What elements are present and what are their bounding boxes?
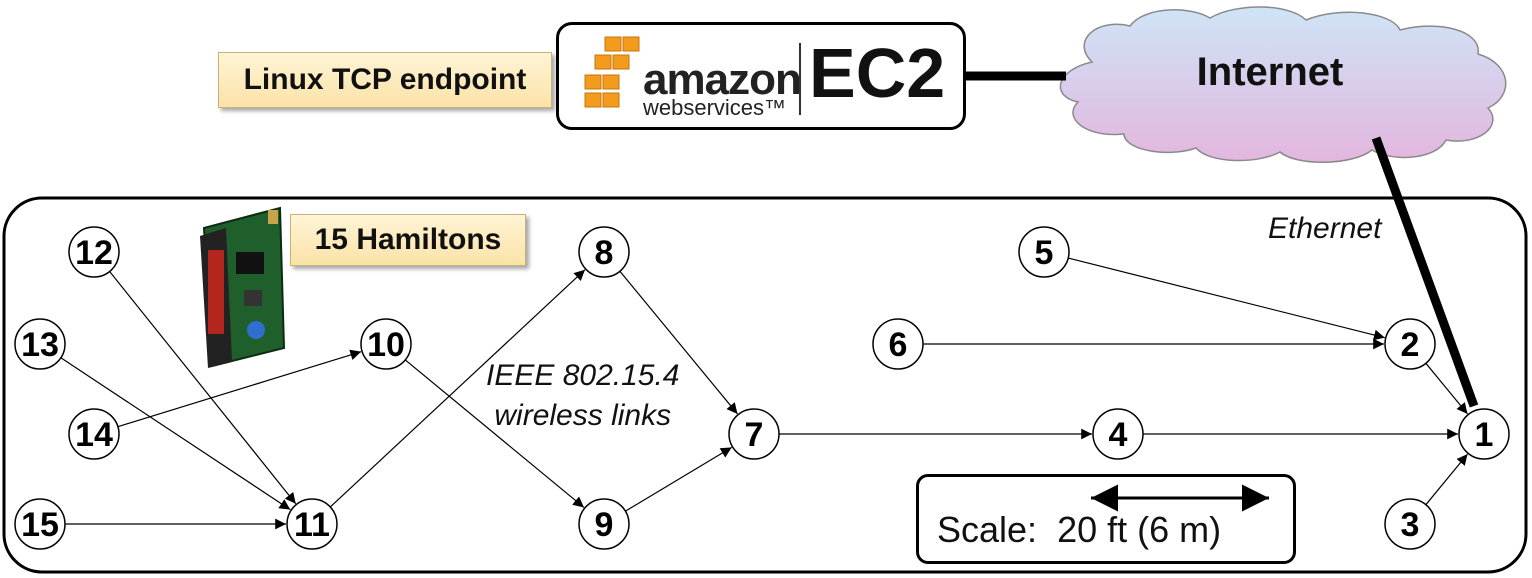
node-14: 14 xyxy=(68,408,120,460)
node-10: 10 xyxy=(360,318,412,370)
link-2-to-1 xyxy=(1425,362,1468,415)
node-label: 8 xyxy=(595,234,614,272)
node-6: 6 xyxy=(872,318,924,370)
linux-tcp-endpoint-label: Linux TCP endpoint xyxy=(218,52,552,108)
scale-prefix: Scale: xyxy=(937,509,1038,550)
node-circle xyxy=(360,318,412,370)
node-circle xyxy=(1384,318,1436,370)
node-label: 1 xyxy=(1475,416,1494,454)
node-circle xyxy=(68,408,120,460)
node-circle xyxy=(1018,226,1070,278)
link-13-to-11 xyxy=(60,357,291,511)
node-circle xyxy=(1092,408,1144,460)
node-circle xyxy=(728,408,780,460)
logo-divider xyxy=(799,43,801,115)
internet-cloud xyxy=(1059,6,1507,163)
node-label: 9 xyxy=(595,506,614,544)
node-label: 3 xyxy=(1401,506,1420,544)
link-3-to-1 xyxy=(1425,453,1468,506)
link-10-to-9 xyxy=(404,359,585,508)
node-circle xyxy=(578,226,630,278)
node-label: 10 xyxy=(367,326,405,364)
node-8: 8 xyxy=(578,226,630,278)
hamilton-board-image xyxy=(200,206,286,368)
node-circle xyxy=(14,318,66,370)
ethernet-label: Ethernet xyxy=(1268,212,1382,245)
aws-ec2-logo: amazon webservices™ EC2 xyxy=(556,22,966,130)
node-1: 1 xyxy=(1458,408,1510,460)
scale-text: Scale: 20 ft (6 m) xyxy=(937,509,1221,551)
wireless-links xyxy=(60,257,1468,530)
node-13: 13 xyxy=(14,318,66,370)
node-circle xyxy=(1384,498,1436,550)
node-label: 7 xyxy=(745,416,764,454)
mesh-network-boundary xyxy=(2,196,1528,574)
link-9-to-7 xyxy=(625,446,733,512)
link-5-to-2 xyxy=(1068,257,1385,341)
node-4: 4 xyxy=(1092,408,1144,460)
node-label: 15 xyxy=(21,506,59,544)
node-7: 7 xyxy=(728,408,780,460)
hamiltons-label: 15 Hamiltons xyxy=(290,214,526,266)
aws-brand-sub: webservices™ xyxy=(643,95,787,120)
scale-arrow-icon xyxy=(1091,484,1269,512)
node-label: 13 xyxy=(21,326,59,364)
wireless-label-line1: IEEE 802.15.4 xyxy=(486,359,680,392)
ethernet-link xyxy=(1371,136,1479,408)
node-2: 2 xyxy=(1384,318,1436,370)
node-label: 11 xyxy=(294,506,330,544)
scale-legend: Scale: 20 ft (6 m) xyxy=(916,474,1296,564)
node-9: 9 xyxy=(578,498,630,550)
node-11: 11 xyxy=(286,498,338,550)
link-12-to-11 xyxy=(109,271,297,505)
link-8-to-7 xyxy=(619,270,738,415)
node-circle xyxy=(286,498,338,550)
node-5: 5 xyxy=(1018,226,1070,278)
node-circle xyxy=(872,318,924,370)
node-label: 12 xyxy=(75,234,113,272)
scale-value: 20 ft (6 m) xyxy=(1057,509,1222,550)
node-label: 5 xyxy=(1035,234,1054,272)
node-12: 12 xyxy=(68,226,120,278)
node-circle xyxy=(68,226,120,278)
node-circle xyxy=(578,498,630,550)
aws-cubes-icon xyxy=(584,36,640,108)
link-11-to-8 xyxy=(329,269,586,508)
aws-brand-word: amazon xyxy=(643,55,802,104)
node-label: 14 xyxy=(75,416,113,454)
node-label: 2 xyxy=(1401,326,1420,364)
link-14-to-10 xyxy=(117,349,362,428)
wireless-links-label: IEEE 802.15.4 wireless links xyxy=(486,356,679,436)
node-15: 15 xyxy=(14,498,66,550)
node-label: 4 xyxy=(1109,416,1128,454)
wireless-label-line2: wireless links xyxy=(494,399,672,432)
internet-label: Internet xyxy=(1196,50,1344,94)
node-3: 3 xyxy=(1384,498,1436,550)
node-label: 6 xyxy=(889,326,908,364)
ec2-product-name: EC2 xyxy=(809,34,946,112)
node-circle xyxy=(14,498,66,550)
node-circle xyxy=(1458,408,1510,460)
